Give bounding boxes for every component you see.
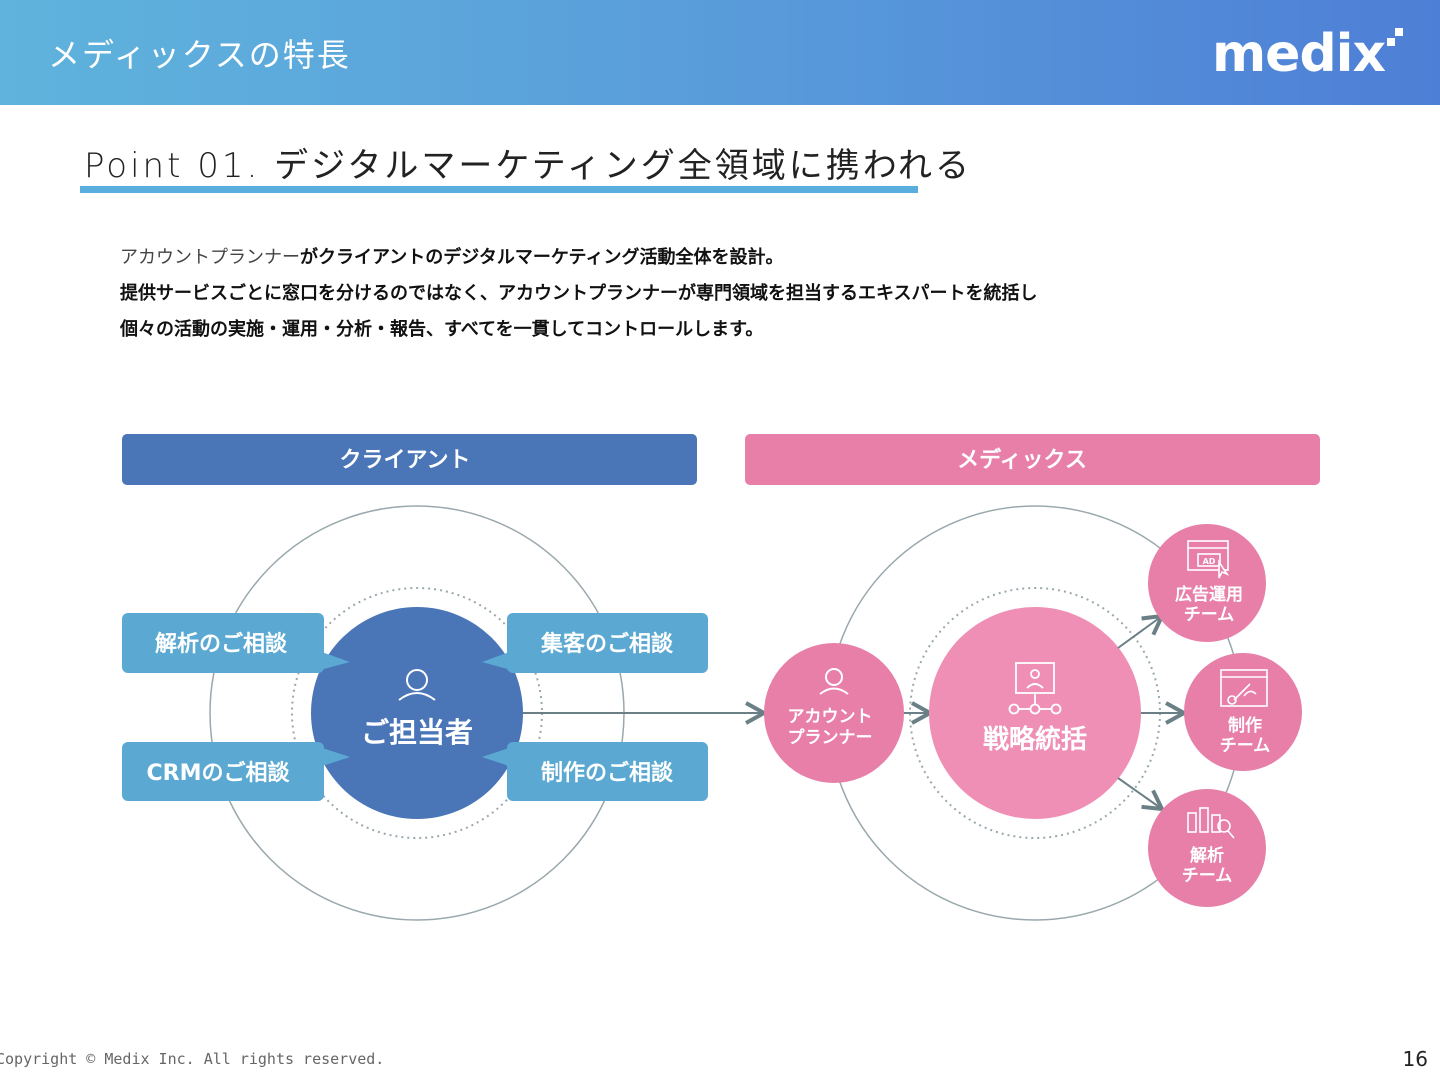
description-line-1: アカウントプランナーがクライアントのデジタルマーケティング活動全体を設計。 — [120, 240, 1037, 276]
header-title: メディックスの特長 — [48, 36, 351, 74]
bar-chart-magnifier-icon — [1187, 807, 1235, 839]
person-icon — [398, 669, 436, 701]
ad-team-label-line-1: 広告運用 — [1175, 584, 1243, 605]
consult-production-label: 制作のご相談 — [541, 760, 674, 786]
medix-header-bar — [745, 434, 1320, 485]
logo-text: medix — [1212, 24, 1386, 84]
description-line-3: 個々の活動の実施・運用・分析・報告、すべてを一貫してコントロールします。 — [120, 319, 764, 340]
description: アカウントプランナーがクライアントのデジタルマーケティング活動全体を設計。 提供… — [120, 240, 1037, 348]
design-brush-icon — [1220, 669, 1268, 707]
ad-screen-icon — [1187, 540, 1230, 579]
client-center-label: ご担当者 — [361, 716, 473, 749]
client-header-bar — [122, 434, 697, 485]
consult-analysis-label: 解析のご相談 — [155, 631, 288, 657]
point-title: Point 01. デジタルマーケティング全領域に携われる — [84, 146, 973, 186]
consult-crm-label: CRMのご相談 — [147, 760, 291, 786]
analysis-team-circle — [1148, 789, 1266, 907]
production-team-label-line-1: 制作 — [1228, 715, 1262, 736]
strategy-label: 戦略統括 — [983, 724, 1087, 755]
consult-production-bubble: 制作のご相談 — [482, 742, 708, 801]
strategy-to-analysis-arrow — [1117, 777, 1162, 809]
analysis-team-label-line-1: 解析 — [1190, 845, 1224, 866]
page-number: 16 — [1402, 1047, 1428, 1071]
medix-logo: medix — [1212, 24, 1412, 84]
description-line-1-light: アカウントプランナー — [120, 247, 300, 268]
production-team-circle — [1184, 653, 1302, 771]
medix-header-label: メディックス — [957, 447, 1087, 473]
planner-person-icon — [819, 668, 849, 695]
planner-label-line-2: プランナー — [788, 727, 873, 748]
logo-pixel-mark — [1387, 28, 1407, 50]
planner-circle — [764, 643, 904, 783]
planner-label-line-1: アカウント — [788, 707, 873, 727]
consult-analysis-bubble: 解析のご相談 — [122, 613, 350, 673]
presentation-network-icon — [1008, 662, 1062, 715]
ad-team-circle — [1148, 524, 1266, 642]
analysis-team-label-line-2: チーム — [1182, 866, 1233, 886]
client-center-circle — [311, 607, 523, 819]
header-bar: メディックスの特長 medix — [0, 0, 1440, 105]
strategy-to-ad-arrow — [1117, 616, 1162, 649]
description-line-1-bold: がクライアントのデジタルマーケティング活動全体を設計。 — [300, 247, 784, 268]
consult-crm-bubble: CRMのご相談 — [122, 742, 350, 801]
consult-acquisition-bubble: 集客のご相談 — [482, 613, 708, 673]
client-header-label: クライアント — [339, 448, 470, 473]
point-title-underline — [80, 186, 918, 193]
ad-icon-text: AD — [1203, 557, 1216, 566]
consult-acquisition-label: 集客のご相談 — [540, 631, 674, 657]
ad-team-label-line-2: チーム — [1184, 605, 1235, 625]
copyright-text: Copyright © Medix Inc. All rights reserv… — [0, 1050, 385, 1068]
description-line-2: 提供サービスごとに窓口を分けるのではなく、アカウントプランナーが専門領域を担当す… — [120, 283, 1038, 304]
production-team-label-line-2: チーム — [1220, 736, 1271, 756]
